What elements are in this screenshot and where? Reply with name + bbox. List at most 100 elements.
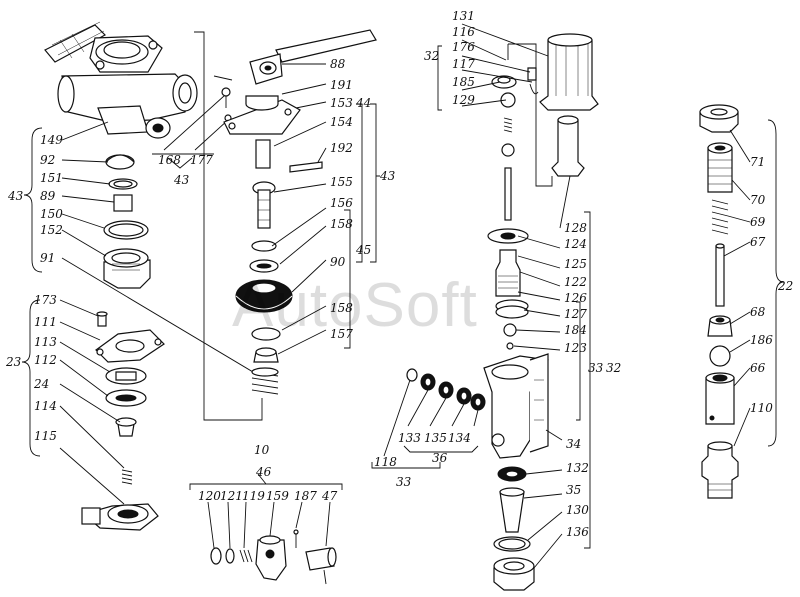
label-150: 150 — [40, 207, 63, 221]
ring-127 — [495, 299, 529, 319]
label-126: 126 — [564, 291, 587, 305]
label-131: 131 — [452, 9, 475, 23]
label-117: 117 — [452, 57, 475, 71]
valve-68 — [707, 315, 733, 337]
label-70: 70 — [750, 193, 766, 207]
spring-small — [503, 117, 513, 133]
label-129: 129 — [452, 93, 475, 107]
fitting-110 — [701, 441, 739, 499]
label-134: 134 — [448, 431, 471, 445]
label-92: 92 — [40, 153, 55, 167]
label-151: 151 — [40, 171, 63, 185]
label-152: 152 — [40, 223, 63, 237]
ball-129 — [500, 92, 516, 108]
label-114: 114 — [34, 399, 57, 413]
label-90: 90 — [330, 255, 346, 269]
label-124: 124 — [564, 237, 587, 251]
disc-112 — [105, 389, 147, 407]
screw-173 — [96, 311, 108, 327]
washer-120 — [210, 547, 222, 565]
label-46: 46 — [255, 465, 272, 479]
spring-91 — [251, 367, 279, 395]
label-153: 153 — [330, 96, 353, 110]
label-43-right: 43 — [379, 169, 396, 183]
spring-69 — [711, 199, 729, 235]
ring-135b — [456, 387, 472, 405]
label-66: 66 — [750, 361, 766, 375]
label-136: 136 — [566, 525, 589, 539]
label-132: 132 — [566, 461, 589, 475]
label-176: 176 — [452, 40, 475, 54]
label-33-bottom: 33 — [396, 475, 412, 489]
label-159: 159 — [266, 489, 289, 503]
label-23: 23 — [5, 355, 22, 369]
label-36: 36 — [432, 451, 448, 465]
label-186: 186 — [750, 333, 773, 347]
label-22: 22 — [777, 279, 793, 293]
nut-136 — [493, 557, 535, 591]
label-47: 47 — [321, 489, 338, 503]
label-68: 68 — [750, 305, 766, 319]
ring-134 — [470, 393, 486, 411]
label-192: 192 — [330, 141, 353, 155]
rod-124 — [504, 167, 512, 221]
label-127: 127 — [564, 307, 587, 321]
label-110: 110 — [750, 401, 773, 415]
label-187: 187 — [294, 489, 317, 503]
label-44: 44 — [355, 96, 371, 110]
ring-135a — [438, 381, 454, 399]
washer-121 — [225, 548, 235, 564]
label-128: 128 — [564, 221, 587, 235]
spring-114 — [121, 469, 133, 485]
ring-133 — [420, 373, 436, 391]
label-185: 185 — [452, 75, 475, 89]
label-155: 155 — [330, 175, 353, 189]
label-135: 135 — [424, 431, 447, 445]
label-123: 123 — [564, 341, 587, 355]
cone-35 — [499, 487, 525, 533]
label-69: 69 — [750, 215, 766, 229]
label-120: 120 — [198, 489, 221, 503]
flange-153 — [223, 95, 301, 135]
label-154: 154 — [330, 115, 353, 129]
diaphragm-90 — [235, 279, 293, 313]
valve-122 — [495, 249, 521, 297]
label-184: 184 — [564, 323, 587, 337]
pin-154 — [255, 139, 271, 169]
label-158: 158 — [330, 217, 353, 231]
label-125: 125 — [564, 257, 587, 271]
rod-67 — [715, 243, 725, 307]
nut-157 — [253, 347, 279, 363]
plate-111 — [95, 329, 165, 363]
label-43-mid: 43 — [173, 173, 190, 187]
label-122: 122 — [564, 275, 587, 289]
label-168: 168 — [158, 153, 181, 167]
body-159 — [255, 535, 287, 581]
ring-118 — [406, 368, 418, 382]
label-71: 71 — [750, 155, 765, 169]
ring-151 — [108, 178, 138, 190]
label-133: 133 — [398, 431, 421, 445]
screw-168 — [221, 87, 231, 108]
label-33: 33 — [588, 361, 604, 375]
rotor-24 — [115, 417, 137, 437]
spring-89 — [113, 194, 133, 212]
sleeve-70 — [707, 142, 733, 193]
ring-130 — [493, 536, 531, 552]
label-43-left: 43 — [7, 189, 24, 203]
label-115: 115 — [34, 429, 57, 443]
label-111: 111 — [34, 315, 57, 329]
label-34: 34 — [566, 437, 581, 451]
pin-187 — [293, 529, 299, 548]
handle-88 — [249, 29, 377, 85]
knob-115 — [81, 503, 159, 531]
label-112: 112 — [34, 353, 57, 367]
label-45: 45 — [355, 243, 371, 257]
label-32-top: 32 — [424, 49, 439, 63]
label-91: 91 — [40, 251, 55, 265]
ball-186 — [709, 345, 731, 367]
label-156: 156 — [330, 196, 353, 210]
cap-92 — [105, 154, 135, 170]
